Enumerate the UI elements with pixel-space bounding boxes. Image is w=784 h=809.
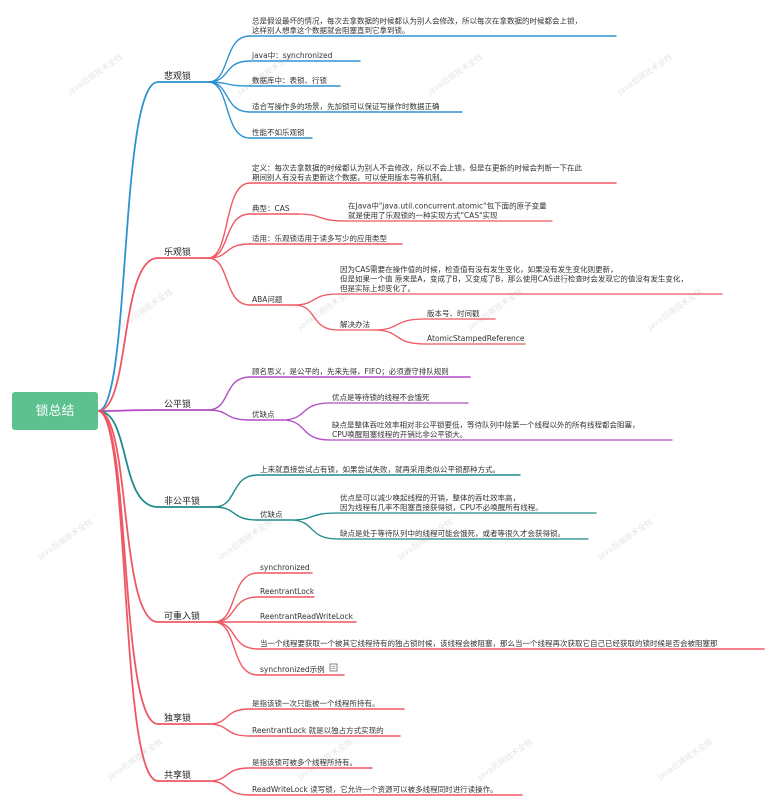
leaf-node-label: synchronized示例 bbox=[260, 664, 325, 674]
connector-line bbox=[207, 243, 251, 259]
connector-line bbox=[207, 723, 251, 737]
connector-line bbox=[207, 767, 251, 782]
leaf-node-label: 期间别人有没有去更新这个数据，可以使用版本号等机制。 bbox=[252, 172, 447, 182]
connector-line bbox=[207, 60, 251, 83]
leaf-node-label: 总是假设最坏的情况，每次去拿数据的时候都认为别人会修改，所以每次在拿数据的时候都… bbox=[252, 16, 582, 26]
sub-node-label: 在Java中"java.util.concurrent.atomic"包下面的原… bbox=[348, 201, 547, 211]
connector-line bbox=[97, 410, 159, 725]
leaf-node-label: 是指该锁可被多个线程所持有。 bbox=[252, 757, 357, 767]
branch-node-label[interactable]: 独享锁 bbox=[164, 712, 191, 724]
sub-node-label: 优点是等待锁的线程不会饿死 bbox=[332, 392, 430, 402]
watermark-text: java后端技术全栈 bbox=[655, 736, 715, 782]
watermark-text: java后端技术全栈 bbox=[595, 516, 655, 562]
branch-node-label[interactable]: 公平锁 bbox=[164, 398, 191, 410]
leaf-node-label: ReentrantLock 就是以独占方式实现的 bbox=[252, 725, 384, 735]
watermark-text: java后端技术全栈 bbox=[65, 51, 125, 97]
sub-node-label: 缺点是处于等待队列中的线程可能会饿死，或者等很久才会获得锁。 bbox=[340, 528, 565, 538]
watermark-text: java后端技术全栈 bbox=[215, 516, 275, 562]
leaf-node-label: 数据库中：表锁、行锁 bbox=[252, 75, 327, 85]
leaf-node-label: 典型：CAS bbox=[252, 203, 290, 213]
sub-node-label: 优点是可以减少唤起线程的开销，整体的吞吐效率高， bbox=[340, 493, 520, 503]
connector-line bbox=[207, 182, 251, 259]
branch-node-label[interactable]: 悲观锁 bbox=[164, 70, 191, 82]
leaf-node-label: 定义：每次去拿数据的时候都认为别人不会修改，所以不会上锁，但是在更新的时候会判断… bbox=[252, 163, 582, 173]
connector-line bbox=[207, 376, 251, 411]
watermark-text: java后端技术全栈 bbox=[475, 736, 535, 782]
connector-line bbox=[293, 293, 339, 306]
leaf-node-label: 优缺点 bbox=[252, 409, 275, 419]
leaf-node-label: java中：synchronized bbox=[251, 50, 333, 60]
attachment-icon[interactable] bbox=[329, 663, 338, 672]
root-node-label: 锁总结 bbox=[35, 403, 74, 419]
connector-line bbox=[213, 621, 259, 650]
sub-node-label: 就是使用了乐观锁的一种实现方式"CAS"实现 bbox=[348, 210, 498, 220]
sub-node-label: AtomicStampedReference bbox=[427, 334, 525, 343]
watermark-text: java后端技术全栈 bbox=[645, 286, 705, 332]
leaf-node-label: 顾名思义，是公平的，先来先得，FIFO；必须遵守排队规则 bbox=[252, 366, 449, 376]
connector-line bbox=[213, 506, 259, 521]
leaf-node-label: 性能不如乐观锁 bbox=[252, 127, 305, 137]
leaf-node-label: 适合写操作多的场景，先加锁可以保证写操作时数据正确 bbox=[252, 101, 440, 111]
connector-line bbox=[213, 621, 259, 676]
sub-node-label: CPU唤醒阻塞线程的开销比非公平锁大。 bbox=[332, 429, 467, 439]
branch-node-label[interactable]: 非公平锁 bbox=[164, 495, 200, 507]
leaf-node-label: synchronized bbox=[260, 563, 310, 572]
connector-line bbox=[281, 402, 331, 421]
connector-line bbox=[373, 329, 426, 345]
connector-line bbox=[207, 35, 251, 83]
branch-node-label[interactable]: 乐观锁 bbox=[164, 246, 191, 258]
leaf-node-label: 适用：乐观锁适用于读多写少的应用类型 bbox=[252, 233, 387, 243]
branch-node-label[interactable]: 可重入锁 bbox=[164, 610, 200, 622]
sub-node-label: 因为线程有几率不阻塞直接获得锁，CPU不必唤醒所有线程。 bbox=[340, 502, 543, 512]
sub-node-label: 但是实际上却变化了。 bbox=[340, 283, 415, 293]
connector-line bbox=[207, 81, 251, 139]
connector-line bbox=[207, 708, 251, 725]
leaf-node-label: 是指该锁一次只能被一个线程所持有。 bbox=[252, 698, 380, 708]
connector-line bbox=[289, 519, 339, 540]
leaf-node-label: ReentrantLock bbox=[260, 587, 315, 596]
leaf-node-label: ABA问题 bbox=[252, 295, 283, 304]
watermark-text: java后端技术全栈 bbox=[105, 736, 165, 782]
branch-node-label[interactable]: 共享锁 bbox=[164, 769, 191, 781]
connector-line bbox=[97, 410, 159, 782]
sub-node-label: 解决办法 bbox=[340, 319, 370, 329]
leaf-node-label: 这样别人想拿这个数据就会阻塞直到它拿到锁。 bbox=[252, 25, 410, 35]
connector-line bbox=[297, 213, 347, 222]
root-node[interactable]: 锁总结 bbox=[12, 392, 98, 430]
connector-line bbox=[213, 474, 259, 508]
sub-node-label: 版本号、时间戳 bbox=[427, 308, 480, 318]
leaf-node-label: 当一个线程要获取一个被其它线程持有的独占锁时候，该线程会被阻塞，那么当一个线程再… bbox=[260, 638, 718, 648]
leaf-node-label: 优缺点 bbox=[260, 509, 283, 519]
connector-line bbox=[213, 596, 259, 623]
connector-line bbox=[213, 572, 259, 623]
watermark-text: java后端技术全栈 bbox=[35, 516, 95, 562]
connector-line bbox=[207, 257, 251, 306]
connector-layer bbox=[97, 35, 765, 796]
watermark-text: java后端技术全栈 bbox=[115, 286, 175, 332]
connector-line bbox=[97, 81, 159, 412]
connector-line bbox=[97, 257, 159, 412]
connector-line bbox=[207, 409, 251, 421]
root-node-box bbox=[12, 392, 98, 430]
connector-line bbox=[207, 780, 251, 796]
connector-line bbox=[281, 419, 331, 441]
connector-line bbox=[373, 318, 426, 331]
node-layer: 悲观锁 总是假设最坏的情况，每次去拿数据的时候都认为别人会修改，所以每次在拿数据的… bbox=[164, 16, 718, 795]
leaf-node-label: ReadWriteLock 读写锁，它允许一个资源可以被多线程同时进行读操作。 bbox=[252, 784, 498, 794]
sub-node-label: 但是如果一个值 原来是A，变成了B，又变成了B，那么使用CAS进行检查时会发现它… bbox=[340, 274, 688, 284]
connector-line bbox=[207, 213, 251, 259]
connector-line bbox=[293, 304, 339, 331]
watermark-text: java后端技术全栈 bbox=[425, 51, 485, 97]
leaf-node-label: ReentrantReadWriteLock bbox=[260, 612, 354, 621]
leaf-node-label: 上来就直接尝试占有锁，如果尝试失败，就再采用类似公平锁那种方式。 bbox=[260, 464, 500, 474]
sub-node-label: 因为CAS需要在操作值的时候，检查值有没有发生变化，如果没有发生变化则更新， bbox=[340, 264, 618, 274]
sub-node-label: 缺点是整体吞吐效率相对非公平锁要低，等待队列中除第一个线程以外的所有线程都会阻塞… bbox=[332, 420, 640, 430]
connector-line bbox=[289, 512, 339, 521]
connector-line bbox=[97, 410, 159, 508]
watermark-text: java后端技术全栈 bbox=[615, 51, 675, 97]
connector-line bbox=[97, 410, 159, 623]
connector-line bbox=[97, 409, 159, 412]
